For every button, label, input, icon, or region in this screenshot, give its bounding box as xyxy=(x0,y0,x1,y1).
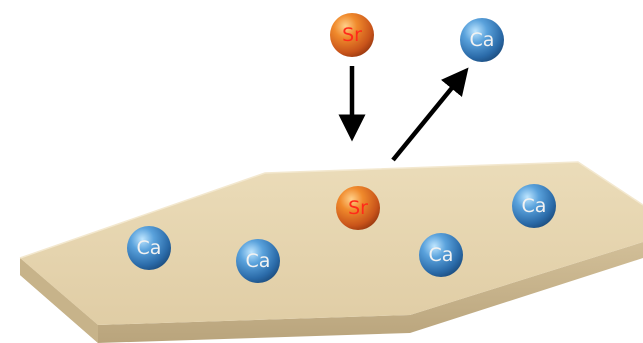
surface-sr-atom: Sr xyxy=(336,186,380,230)
surface-edge-left xyxy=(20,258,98,343)
surface-ca-label-3: Ca xyxy=(429,244,454,266)
surface-edge-front xyxy=(20,242,643,343)
incoming-sr-label: Sr xyxy=(342,24,362,46)
surface-ca-label-1: Ca xyxy=(137,237,162,259)
surface-ca-atom-3: Ca xyxy=(419,233,463,277)
surface-ca-label-4: Ca xyxy=(522,195,547,217)
surface-top-highlight xyxy=(19,161,643,259)
leaving-ca-atom: Ca xyxy=(460,18,504,62)
surface-ca-atom-1: Ca xyxy=(127,226,171,270)
surface-slab xyxy=(19,161,643,343)
leaving-arrow xyxy=(391,67,469,162)
leaving-ca-label: Ca xyxy=(470,29,495,51)
incoming-sr-atom: Sr xyxy=(330,13,374,57)
surface-ca-atom-4: Ca xyxy=(512,184,556,228)
surface-sr-label: Sr xyxy=(348,197,368,219)
surface-top xyxy=(20,162,643,325)
surface-ca-atom-2: Ca xyxy=(236,239,280,283)
surface-ca-label-2: Ca xyxy=(246,250,271,272)
